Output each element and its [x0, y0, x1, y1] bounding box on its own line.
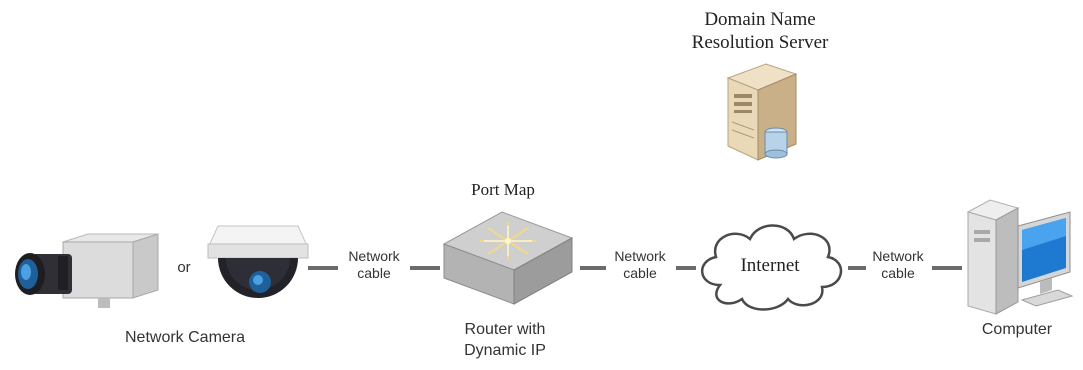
cable-label-2-line2: cable — [623, 265, 657, 281]
box-camera-icon — [15, 233, 159, 308]
router-icon — [442, 211, 574, 305]
server-label-line2: Resolution Server — [691, 32, 829, 53]
router-label-line1: Router with — [464, 321, 546, 338]
computer-label: Computer — [981, 321, 1053, 338]
computer-icon — [966, 199, 1074, 315]
cable-line-1b — [410, 266, 440, 270]
cable-line-2b — [676, 266, 696, 270]
cable-line-2a — [580, 266, 606, 270]
cable-label-1-line2: cable — [357, 265, 391, 281]
internet-label: Internet — [740, 255, 800, 276]
cable-line-3a — [848, 266, 866, 270]
cable-line-3b — [932, 266, 962, 270]
cable-label-2: Network cable — [600, 248, 680, 282]
or-text: or — [177, 259, 191, 276]
cable-label-3: Network cable — [858, 248, 938, 282]
server-label-line1: Domain Name — [704, 9, 816, 30]
dome-camera-icon — [207, 225, 309, 298]
cable-label-1: Network cable — [334, 248, 414, 282]
router-label: Router with Dynamic IP — [430, 319, 580, 361]
cable-label-3-line1: Network — [872, 248, 924, 264]
cloud-icon — [700, 224, 843, 311]
cable-label-1-line1: Network — [348, 248, 400, 264]
cable-line-1a — [308, 266, 338, 270]
cable-label-3-line2: cable — [881, 265, 915, 281]
server-label: Domain Name Resolution Server — [660, 8, 860, 54]
port-map-label: Port Map — [471, 180, 535, 199]
server-icon — [726, 63, 798, 161]
cable-label-2-line1: Network — [614, 248, 666, 264]
camera-label: Network Camera — [124, 329, 246, 346]
router-label-line2: Dynamic IP — [464, 342, 546, 359]
